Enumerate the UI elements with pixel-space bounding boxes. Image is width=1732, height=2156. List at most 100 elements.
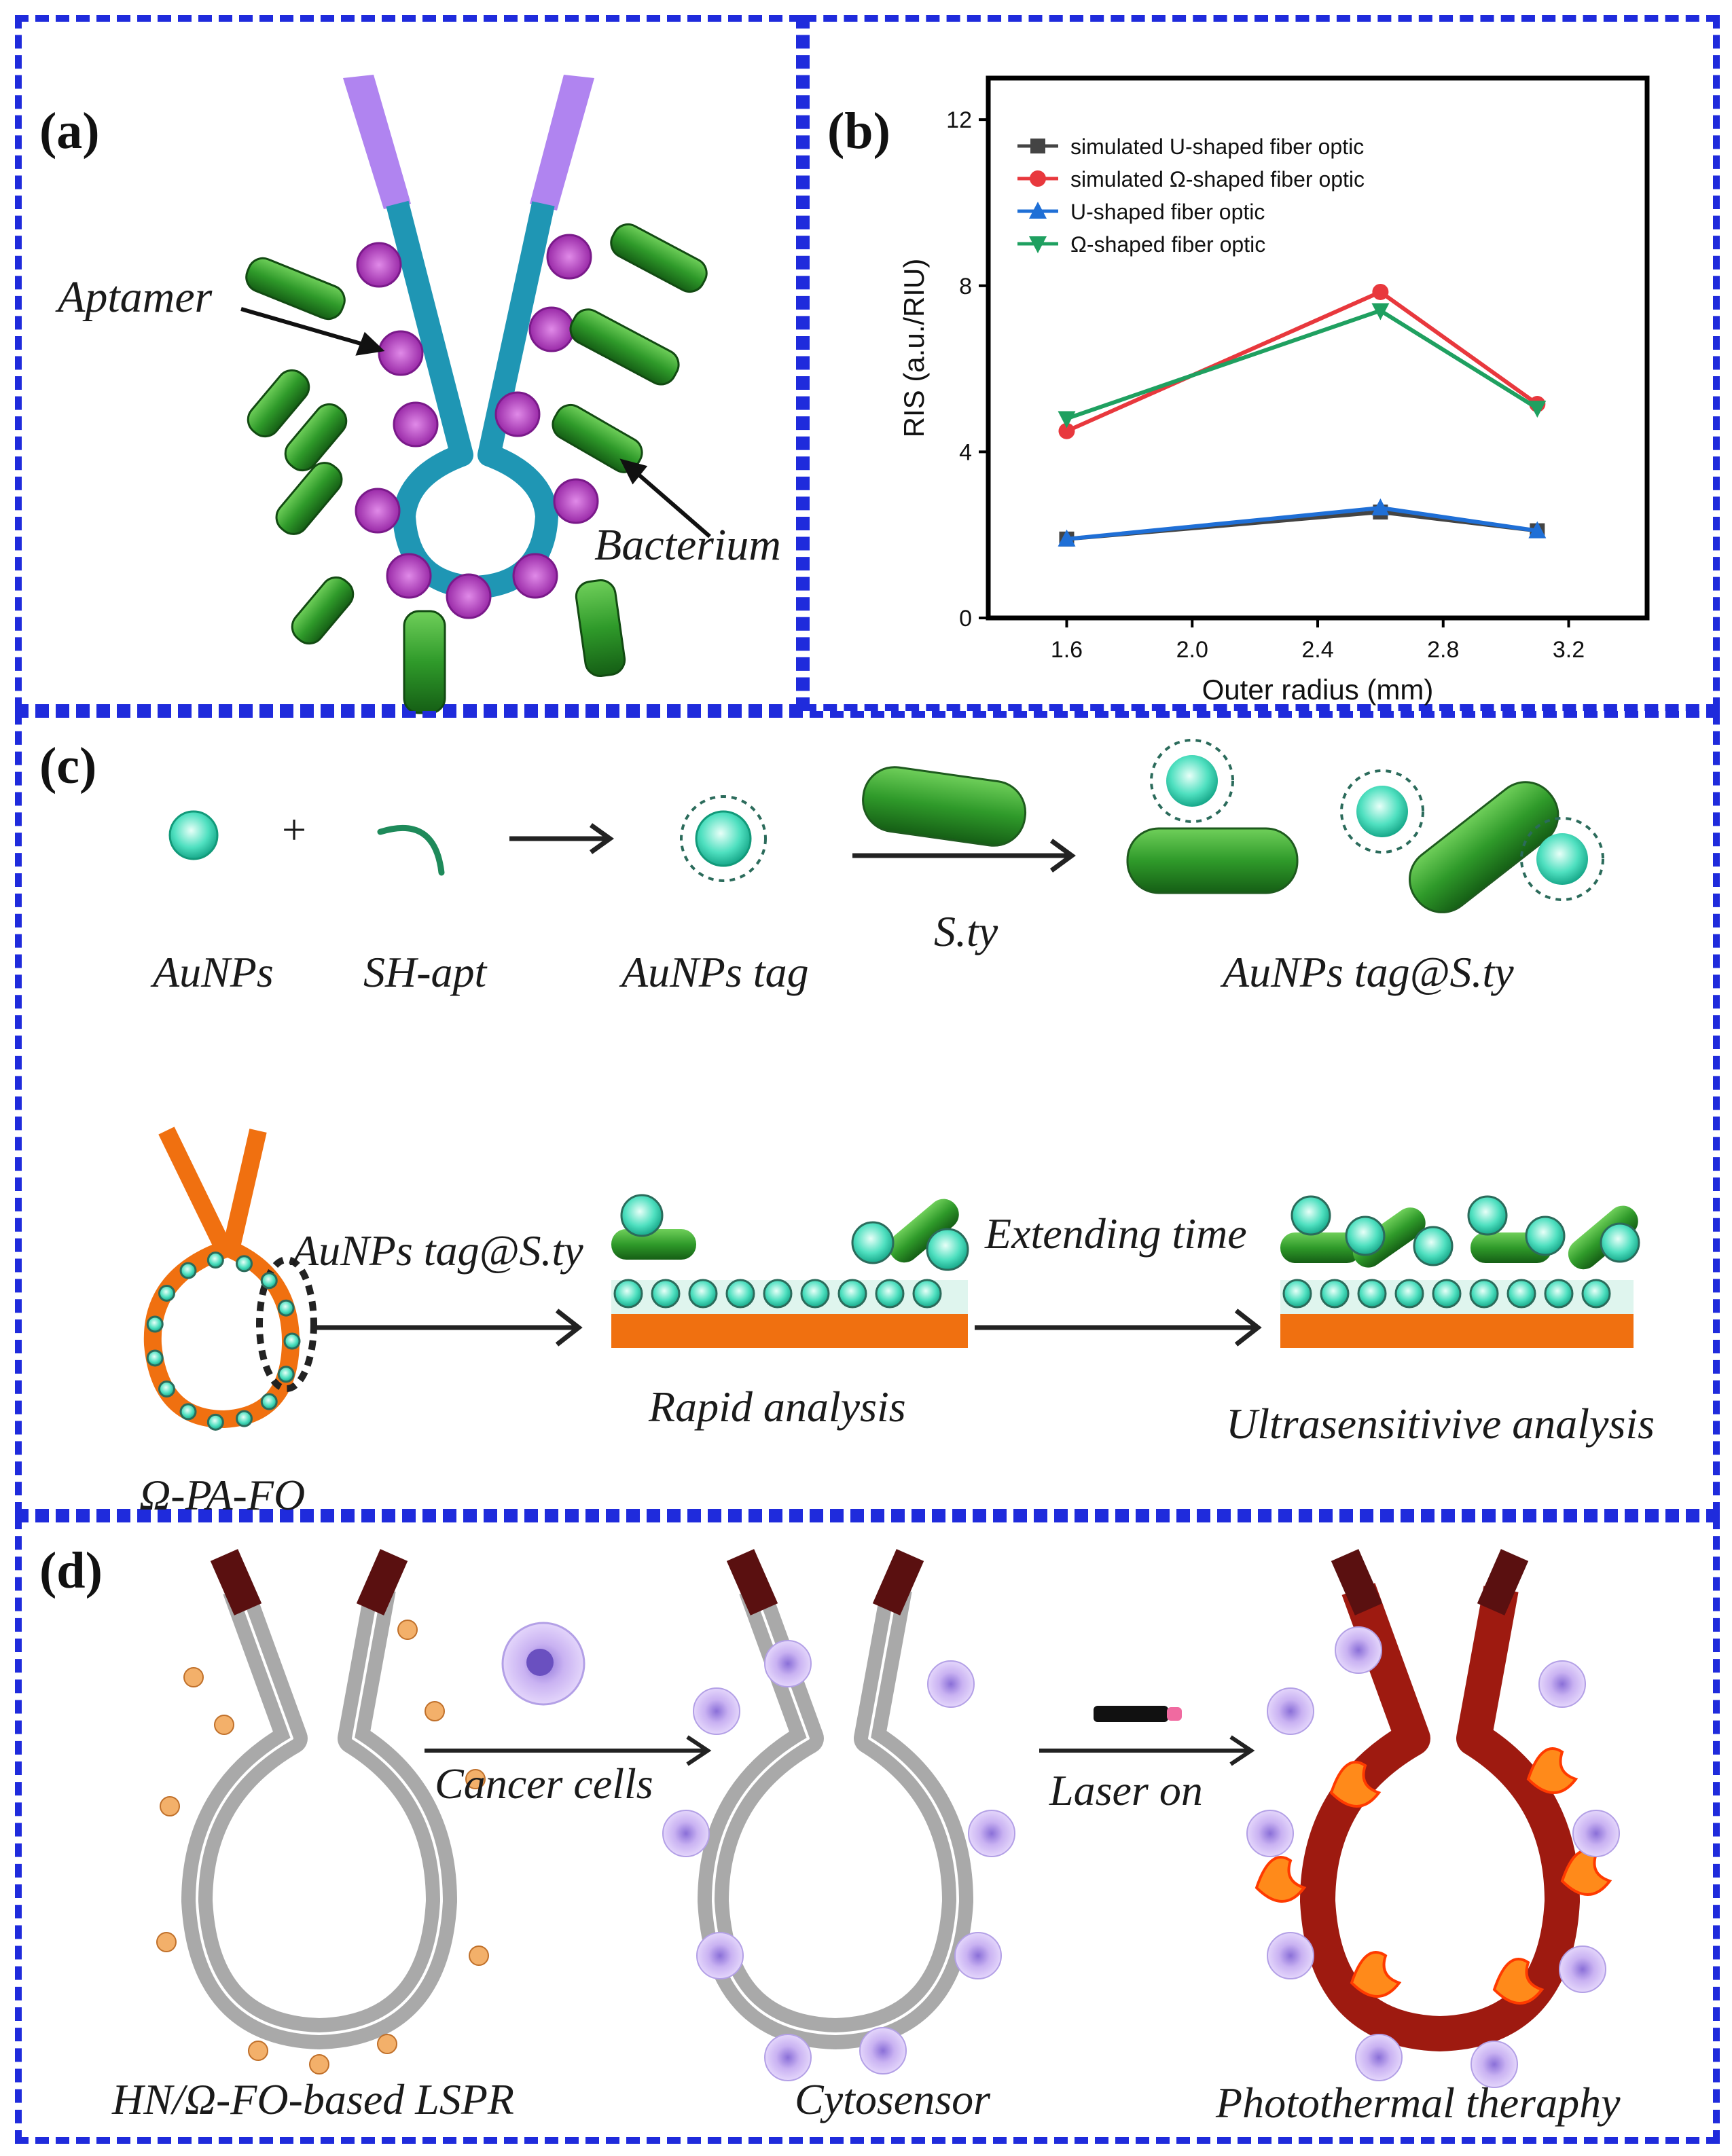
aunp-particle: [725, 1279, 755, 1309]
aunp-particle: [283, 1332, 301, 1350]
y-axis-label: RIS (a.u./RIU): [898, 259, 930, 438]
arrow-3: [312, 1309, 583, 1347]
aunp-particle: [236, 1255, 253, 1273]
cancer-cell: [1335, 1626, 1382, 1674]
aptamers: [355, 234, 599, 619]
nanoparticle: [248, 2041, 268, 2061]
aunp-particle: [1394, 1279, 1424, 1309]
legend-marker: [1030, 170, 1046, 187]
panel-c: [15, 711, 1720, 1516]
cancer-cell: [764, 2034, 812, 2081]
arrow-5: [425, 1735, 712, 1766]
legend-label: simulated Ω-shaped fiber optic: [1070, 167, 1365, 191]
aunp-particle: [277, 1299, 295, 1317]
photothermal-label: Photothermal theraphy: [1216, 2079, 1621, 2127]
y-tick-label: 12: [946, 107, 972, 133]
aunp-icon: [168, 810, 219, 860]
rapid-analysis-substrate: [611, 1194, 969, 1348]
nanoparticle: [309, 2054, 329, 2075]
cancer-cell: [968, 1810, 1015, 1857]
aunp-particle: [763, 1279, 793, 1309]
aunp-particle: [206, 1413, 224, 1431]
hn-omega-fo-fiber: [181, 1549, 457, 2049]
fiber-ends: [343, 75, 594, 211]
aunp-particle: [158, 1284, 175, 1302]
data-point: [1528, 521, 1547, 538]
panel-c-label: (c): [39, 737, 97, 794]
x-tick-label: 2.4: [1301, 637, 1333, 663]
aunp-particle: [1282, 1279, 1312, 1309]
aunp-particle: [1432, 1279, 1462, 1309]
y-tick-label: 4: [959, 439, 972, 465]
y-tick-label: 8: [959, 274, 972, 299]
aunp-particle: [179, 1262, 197, 1279]
nanoparticle: [214, 1715, 234, 1735]
cancer-cells-label: Cancer cells: [435, 1759, 653, 1808]
legend-label: U-shaped fiber optic: [1070, 200, 1265, 224]
nanoparticle: [425, 1701, 445, 1721]
rapid-analysis-label: Rapid analysis: [649, 1383, 906, 1431]
aunp-particle: [260, 1272, 278, 1290]
bacterium-label: Bacterium: [594, 520, 781, 570]
x-tick-label: 2.8: [1427, 637, 1459, 663]
panel-d: [15, 1516, 1720, 2144]
panel-b-label: (b): [827, 103, 890, 160]
aunp-particle: [1320, 1279, 1350, 1309]
data-point: [1528, 401, 1547, 418]
x-tick-label: 2.0: [1176, 637, 1208, 663]
legend-marker: [1030, 139, 1045, 153]
aunp-rows: [146, 1251, 1611, 1431]
omega-pa-fo-label: Ω-PA-FO: [139, 1471, 306, 1519]
arrow-6: [1039, 1735, 1255, 1766]
data-point: [1058, 529, 1076, 547]
panel-a-label: (a): [39, 103, 100, 160]
aunp-particle: [613, 1279, 643, 1309]
aunps-tag-icon: [680, 795, 767, 882]
photothermal-fiber: [1300, 1549, 1580, 2051]
aunps-label: AuNPs: [153, 948, 274, 996]
data-point: [1372, 283, 1389, 300]
nanoparticle: [377, 2034, 397, 2054]
cancer-cell: [1267, 1687, 1314, 1735]
legend-marker: [1029, 236, 1047, 253]
extending-time-label: Extending time: [985, 1209, 1247, 1258]
aunps-tag-sty-label: AuNPs tag@S.ty: [1223, 948, 1514, 996]
aunps-tag-label: AuNPs tag: [621, 948, 809, 996]
panel-a-arrows: [240, 307, 711, 538]
aunp-particle: [875, 1279, 905, 1309]
hn-lspr-label: HN/Ω-FO-based LSPR: [112, 2075, 514, 2123]
aunp-particle: [260, 1393, 278, 1410]
sh-apt-label: SH-apt: [363, 948, 487, 996]
aunp-particle: [1507, 1279, 1536, 1309]
nanoparticle: [469, 1945, 489, 1966]
cancer-cell: [1267, 1932, 1314, 1979]
cytosensor-fiber: [698, 1549, 973, 2049]
flames: [1255, 1747, 1612, 2005]
cancer-cell: [1471, 2041, 1518, 2088]
bacteria: [245, 223, 708, 714]
aunp-particle: [1469, 1279, 1499, 1309]
data-point: [1058, 411, 1076, 428]
aunp-particle: [277, 1366, 295, 1383]
ultrasensitive-label: Ultrasensitivive analysis: [1226, 1400, 1655, 1448]
bacterium-sty-icon: [862, 766, 1027, 847]
cancer-cell: [764, 1640, 812, 1687]
nanoparticle: [160, 1796, 180, 1816]
cancer-cell: [1538, 1660, 1586, 1708]
data-point: [1058, 422, 1075, 439]
sty-label: S.ty: [934, 907, 998, 955]
aunps-tag-sty-complex: [1126, 739, 1604, 913]
legend-label: simulated U-shaped fiber optic: [1070, 134, 1364, 159]
aunp-particle: [179, 1403, 197, 1421]
aunp-particle: [912, 1279, 942, 1309]
cancer-cell: [954, 1932, 1002, 1979]
cytosensor-label: Cytosensor: [795, 2075, 990, 2123]
arrow-1: [509, 823, 615, 854]
legend-label: Ω-shaped fiber optic: [1070, 232, 1265, 257]
cancer-cell: [859, 2027, 907, 2075]
aunp-particle: [146, 1349, 164, 1367]
aunp-particle: [651, 1279, 681, 1309]
